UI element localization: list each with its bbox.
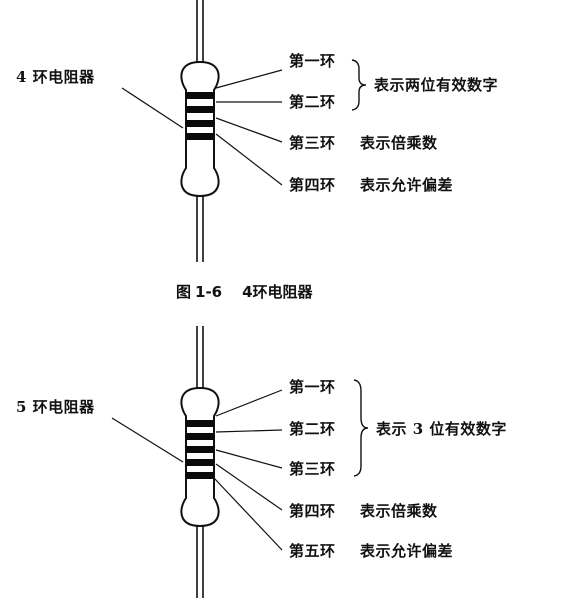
ring4-pointer (215, 463, 283, 511)
band-4 (186, 459, 214, 466)
diagram1-title: 4 环电阻器 (16, 68, 95, 86)
diagram2-ring2-label: 第二环 (289, 420, 336, 438)
diagram2-ring4-label: 第四环 (289, 502, 336, 520)
title-pointer (121, 87, 184, 129)
diagram2-ring1-label: 第一环 (289, 378, 336, 396)
band-3 (186, 446, 214, 453)
ring5-pointer (213, 477, 283, 551)
brace-1 (351, 59, 367, 111)
caption-number: 1-6 (195, 283, 223, 301)
band-1 (186, 92, 214, 99)
ring1-pointer (215, 389, 283, 417)
diagram2-ring5-desc: 表示允许偏差 (360, 542, 454, 560)
diagram1-brace-desc: 表示两位有效数字 (374, 76, 499, 94)
ring4-pointer (215, 133, 283, 186)
caption-fig: 图 (176, 283, 192, 301)
diagram2-brace-desc: 表示 3 位有效数字 (376, 420, 507, 438)
diagram1-ring3-label: 第三环 (289, 134, 336, 152)
band-4 (186, 133, 214, 140)
resistor-5-band (111, 326, 369, 598)
caption-text: 4环电阻器 (242, 283, 313, 301)
resistor-body (180, 386, 220, 528)
title-pointer (111, 417, 184, 463)
diagram1-ring1-label: 第一环 (289, 52, 336, 70)
diagram2-ring4-desc: 表示倍乘数 (360, 502, 438, 520)
band-1 (186, 420, 214, 427)
diagram1-ring3-desc: 表示倍乘数 (360, 134, 438, 152)
band-5 (186, 472, 214, 479)
resistor-body (180, 60, 220, 198)
diagram1-ring4-desc: 表示允许偏差 (360, 176, 454, 194)
diagram1-ring4-label: 第四环 (289, 176, 336, 194)
ring3-pointer (215, 449, 283, 469)
brace-2 (353, 379, 369, 477)
diagram1-ring2-label: 第二环 (289, 93, 336, 111)
diagram2-title: 5 环电阻器 (16, 398, 95, 416)
band-3 (186, 120, 214, 127)
resistor-4-band (121, 0, 367, 262)
band-2 (186, 106, 214, 113)
ring2-pointer (215, 429, 283, 433)
diagram2-ring5-label: 第五环 (289, 542, 336, 560)
ring3-pointer (215, 117, 283, 143)
ring1-pointer (215, 69, 283, 89)
band-2 (186, 433, 214, 440)
diagram2-ring3-label: 第三环 (289, 460, 336, 478)
